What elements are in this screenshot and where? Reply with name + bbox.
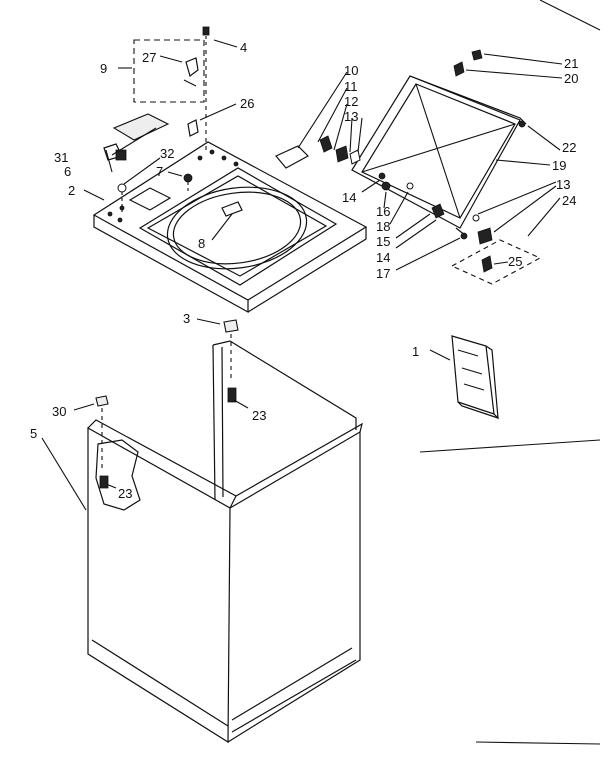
callout-15: 15 [376,234,390,249]
callout-10: 10 [344,63,358,78]
callout-19: 19 [552,158,566,173]
callout-6: 6 [64,164,71,179]
callout-30: 30 [52,404,66,419]
callout-11: 11 [344,79,358,94]
callout-20: 20 [564,71,578,86]
callout-26: 26 [240,96,254,111]
callout-3: 3 [183,311,190,326]
callout-17: 17 [376,266,390,281]
callout-12: 12 [344,94,358,109]
callout-25: 25 [508,254,522,269]
callout-labels: 1 2 3 4 5 6 7 8 9 10 11 12 13 13 14 14 1… [30,40,578,501]
callout-23b: 23 [118,486,132,501]
cabinet-drawing [87,340,363,744]
callout-13b: 13 [556,177,570,192]
callout-9: 9 [100,61,107,76]
callout-1: 1 [412,344,419,359]
owners-manual-drawing [451,335,499,420]
callout-13a: 13 [344,109,358,124]
callout-27: 27 [142,50,156,65]
callout-16: 16 [376,204,390,219]
callout-23a: 23 [252,408,266,423]
callout-8: 8 [198,236,205,251]
callout-21: 21 [564,56,578,71]
small-parts-drawing [95,26,542,511]
callout-4: 4 [240,40,247,55]
leader-lines [41,0,601,745]
top-assembly-drawing [92,141,368,314]
callout-7: 7 [156,164,163,179]
callout-18: 18 [376,219,390,234]
callout-14b: 14 [376,250,390,265]
callout-5: 5 [30,426,37,441]
callout-14a: 14 [342,190,356,205]
callout-32: 32 [160,146,174,161]
callout-2: 2 [68,183,75,198]
callout-31: 31 [54,150,68,165]
callout-22: 22 [562,140,576,155]
callout-24: 24 [562,193,576,208]
